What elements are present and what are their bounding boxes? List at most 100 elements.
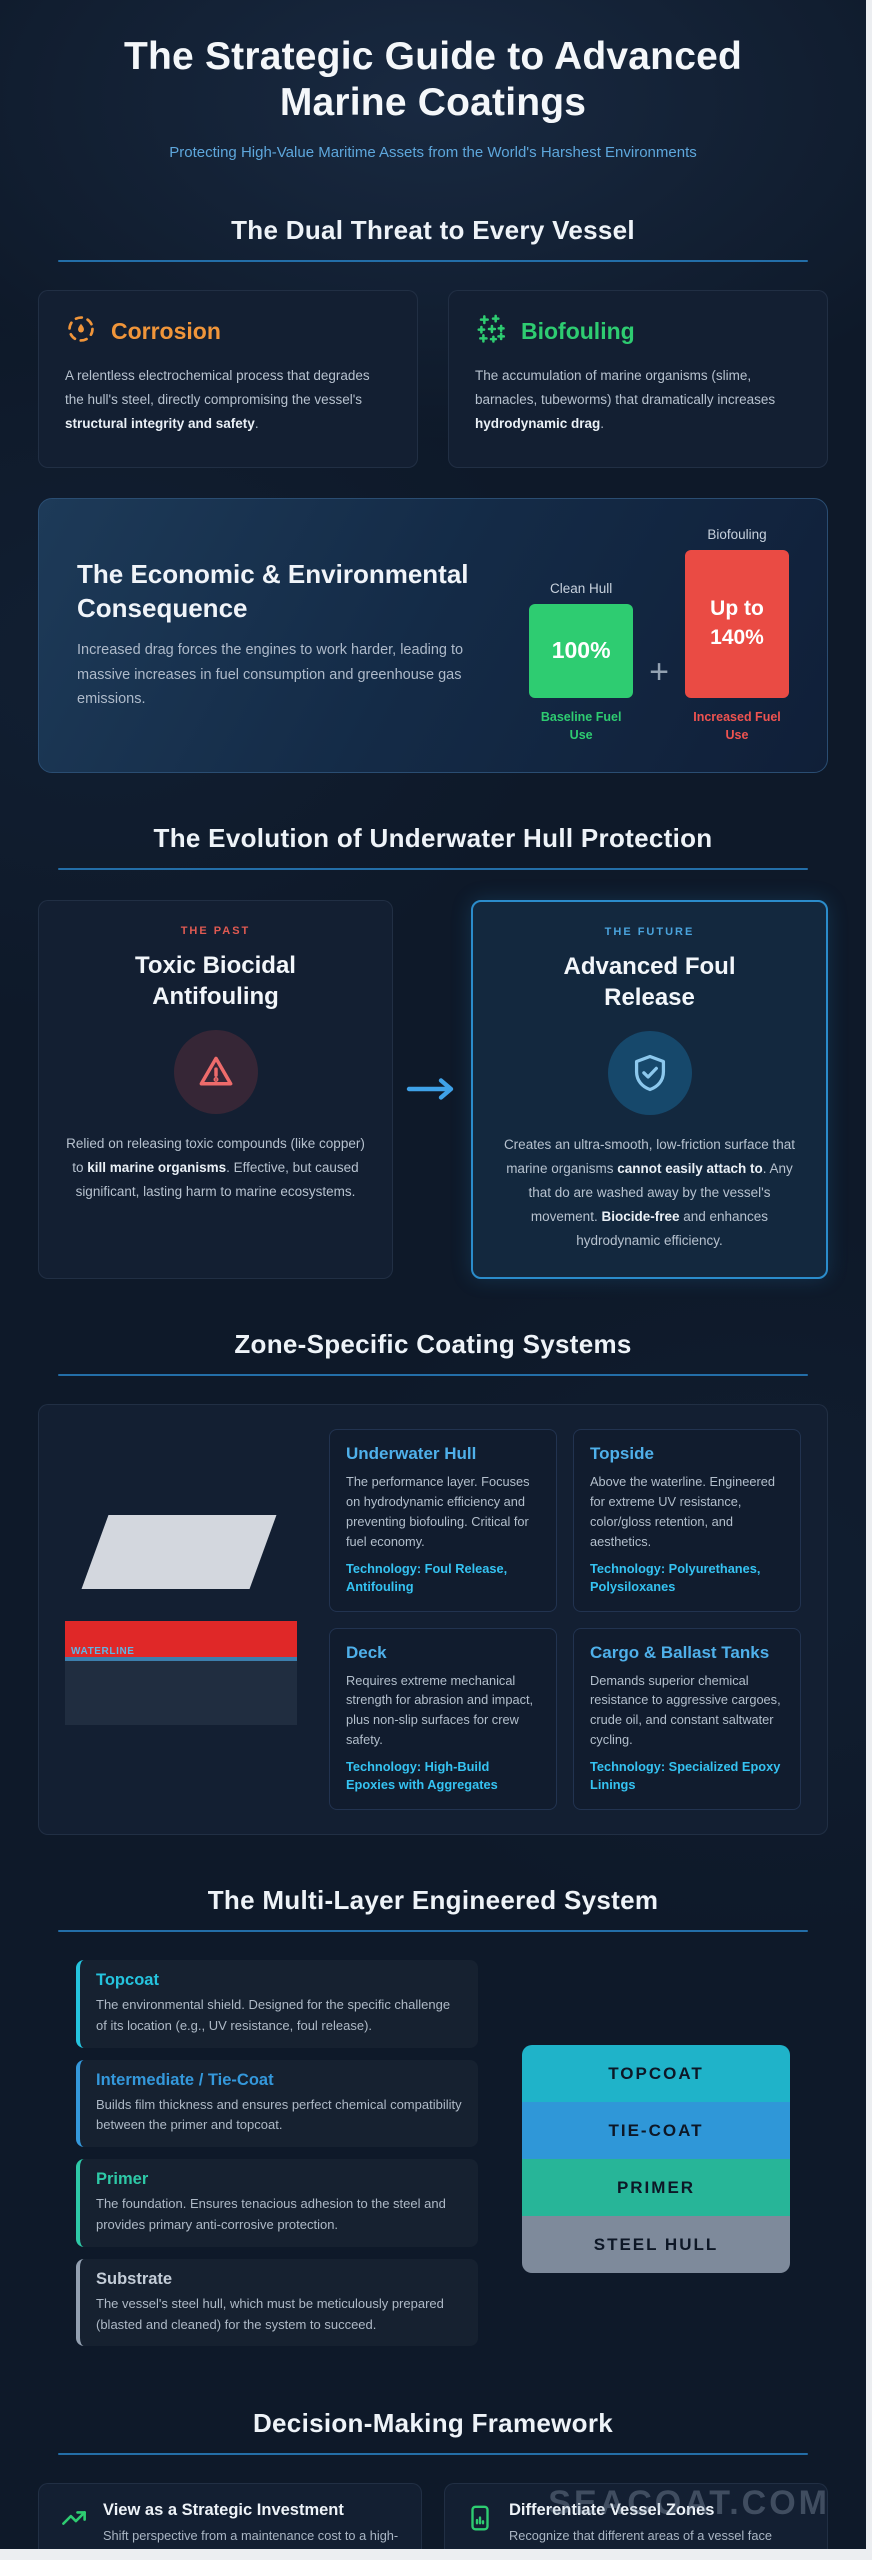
biofouling-card: Biofouling The accumulation of marine or… [448,289,828,468]
future-description: Creates an ultra-smooth, low-friction su… [503,1137,796,1249]
ship-hull-above-waterline [65,1620,297,1657]
framework-grid: View as a Strategic Investment Shift per… [38,2483,828,2549]
section-heading: Decision-Making Framework [252,2408,614,2439]
zones-card: WATERLINE Underwater Hull The performanc… [38,1404,828,1836]
layer-item-description: The vessel's steel hull, which must be m… [96,2295,444,2332]
layer-item-title: Primer [96,2170,149,2189]
biofouling-bar-value: Up to 140% [710,595,764,652]
future-card: THE FUTURE Advanced Foul Release Creates… [471,899,828,1280]
zone-technology: Technology: Specialized Epoxy Linings [590,1758,781,1793]
watermark: SEACOAT.COM [548,2484,830,2522]
clean-hull-bar: 100% [529,603,634,698]
layer-item-tiecoat: Intermediate / Tie-Coat Builds film thic… [76,2059,478,2148]
arrow-right-icon [393,900,471,1279]
clean-hull-caption: Baseline Fuel Use [540,709,622,742]
stack-layer-steel-hull: STEEL HULL [522,2216,790,2274]
section-heading: Zone-Specific Coating Systems [234,1329,632,1360]
corrosion-title: Corrosion [111,317,221,344]
threat-cards: Corrosion A relentless electrochemical p… [38,289,828,468]
zone-description: Demands superior chemical resistance to … [590,1672,781,1748]
consequence-body: Increased drag forces the engines to wor… [77,641,464,708]
layer-item-description: The foundation. Ensures tenacious adhesi… [96,2196,446,2232]
section-heading: The Evolution of Underwater Hull Protect… [153,822,713,853]
coating-stack-diagram: TOPCOAT TIE-COAT PRIMER STEEL HULL [522,2045,790,2274]
consequence-panel: The Economic & Environmental Consequence… [38,497,828,773]
past-title: Toxic Biocidal Antifouling [135,951,296,1010]
clean-hull-label: Clean Hull [550,580,613,596]
zone-technology: Technology: High-Build Epoxies with Aggr… [346,1758,498,1793]
zone-description: The performance layer. Focuses on hydrod… [346,1474,530,1549]
ship-hull-below-waterline [65,1660,297,1725]
evolution-comparison: THE PAST Toxic Biocidal Antifouling Reli… [38,899,828,1280]
biofouling-description: The accumulation of marine organisms (sl… [475,367,776,431]
layer-item-primer: Primer The foundation. Ensures tenacious… [76,2159,478,2247]
framework-card-title: Differentiate Vessel Zones [509,2501,715,2520]
corrosion-card: Corrosion A relentless electrochemical p… [38,289,418,468]
zone-technology: Technology: Polyurethanes, Polysiloxanes [590,1560,761,1595]
section-framework: Decision-Making Framework View as a Stra… [0,2408,866,2549]
stack-layer-topcoat: TOPCOAT [522,2045,790,2103]
framework-card-title: View as a Strategic Investment [103,2501,344,2520]
waterline-label: WATERLINE [71,1645,135,1657]
page-subtitle: Protecting High-Value Maritime Assets fr… [169,144,697,162]
section-zones: Zone-Specific Coating Systems WATERLINE … [0,1329,866,1836]
waterline: WATERLINE [65,1646,297,1661]
framework-card-investment: View as a Strategic Investment Shift per… [38,2483,422,2549]
layers-content: Topcoat The environmental shield. Design… [38,1960,828,2358]
corrosion-icon [65,313,97,350]
biofouling-title: Biofouling [521,317,635,344]
zone-description: Above the waterline. Engineered for extr… [590,1474,775,1549]
zone-cards-grid: Underwater Hull The performance layer. F… [329,1429,801,1811]
past-description: Relied on releasing toxic compounds (lik… [66,1136,365,1200]
section-divider [58,1374,808,1377]
clean-hull-bar-group: Clean Hull 100% Baseline Fuel Use [529,580,634,744]
section-divider [58,1930,808,1933]
layer-item-title: Topcoat [96,1971,159,1990]
biofouling-icon [475,313,507,350]
section-divider [58,259,808,262]
framework-card-description: Shift perspective from a maintenance cos… [103,2528,399,2549]
fouled-value-line1: Up to [710,597,764,621]
section-divider [58,867,808,870]
layer-item-substrate: Substrate The vessel's steel hull, which… [76,2258,478,2347]
header: The Strategic Guide to Advanced Marine C… [0,0,866,165]
corrosion-description: A relentless electrochemical process tha… [65,367,370,431]
section-divider [58,2453,808,2456]
fuel-use-chart: Clean Hull 100% Baseline Fuel Use + Biof… [529,527,789,744]
zone-title: Topside [590,1444,654,1464]
section-heading: The Dual Threat to Every Vessel [231,214,635,245]
plus-sign: + [649,652,669,691]
layer-item-topcoat: Topcoat The environmental shield. Design… [76,1960,478,2048]
section-evolution: The Evolution of Underwater Hull Protect… [0,822,866,1280]
framework-card-description: Recognize that different areas of a vess… [509,2528,772,2549]
fouled-value-line2: 140% [710,625,764,649]
stack-layer-tiecoat: TIE-COAT [522,2102,790,2160]
clean-hull-value: 100% [551,637,611,663]
biofouling-bar-caption: Increased Fuel Use [693,709,781,742]
section-layers: The Multi-Layer Engineered System Topcoa… [0,1885,866,2358]
zone-card-underwater-hull: Underwater Hull The performance layer. F… [329,1429,557,1612]
zone-card-topside: Topside Above the waterline. Engineered … [573,1429,801,1612]
zone-description: Requires extreme mechanical strength for… [346,1672,534,1748]
biofouling-bar-group: Biofouling Up to 140% Increased Fuel Use [685,527,789,744]
zone-card-cargo-ballast-tanks: Cargo & Ballast Tanks Demands superior c… [573,1627,801,1811]
section-dual-threat: The Dual Threat to Every Vessel Corrosio… [0,215,866,773]
trend-up-icon [59,2503,89,2538]
section-heading: The Multi-Layer Engineered System [207,1885,659,1916]
biofouling-bar-label: Biofouling [707,526,767,542]
warning-icon [173,1030,258,1115]
ship-superstructure [81,1514,277,1589]
future-label: THE FUTURE [604,925,695,938]
zone-title: Deck [346,1642,387,1662]
shield-check-icon [607,1031,692,1116]
past-label: THE PAST [180,924,251,937]
layer-item-title: Intermediate / Tie-Coat [96,2070,274,2089]
consequence-heading: The Economic & Environmental Consequence [77,559,469,624]
zone-card-deck: Deck Requires extreme mechanical strengt… [329,1627,557,1811]
page-title: The Strategic Guide to Advanced Marine C… [123,35,743,124]
zone-technology: Technology: Foul Release, Antifouling [346,1560,508,1595]
biofouling-bar: Up to 140% [685,549,789,698]
ship-diagram: WATERLINE [65,1514,301,1725]
zone-title: Underwater Hull [346,1444,477,1464]
